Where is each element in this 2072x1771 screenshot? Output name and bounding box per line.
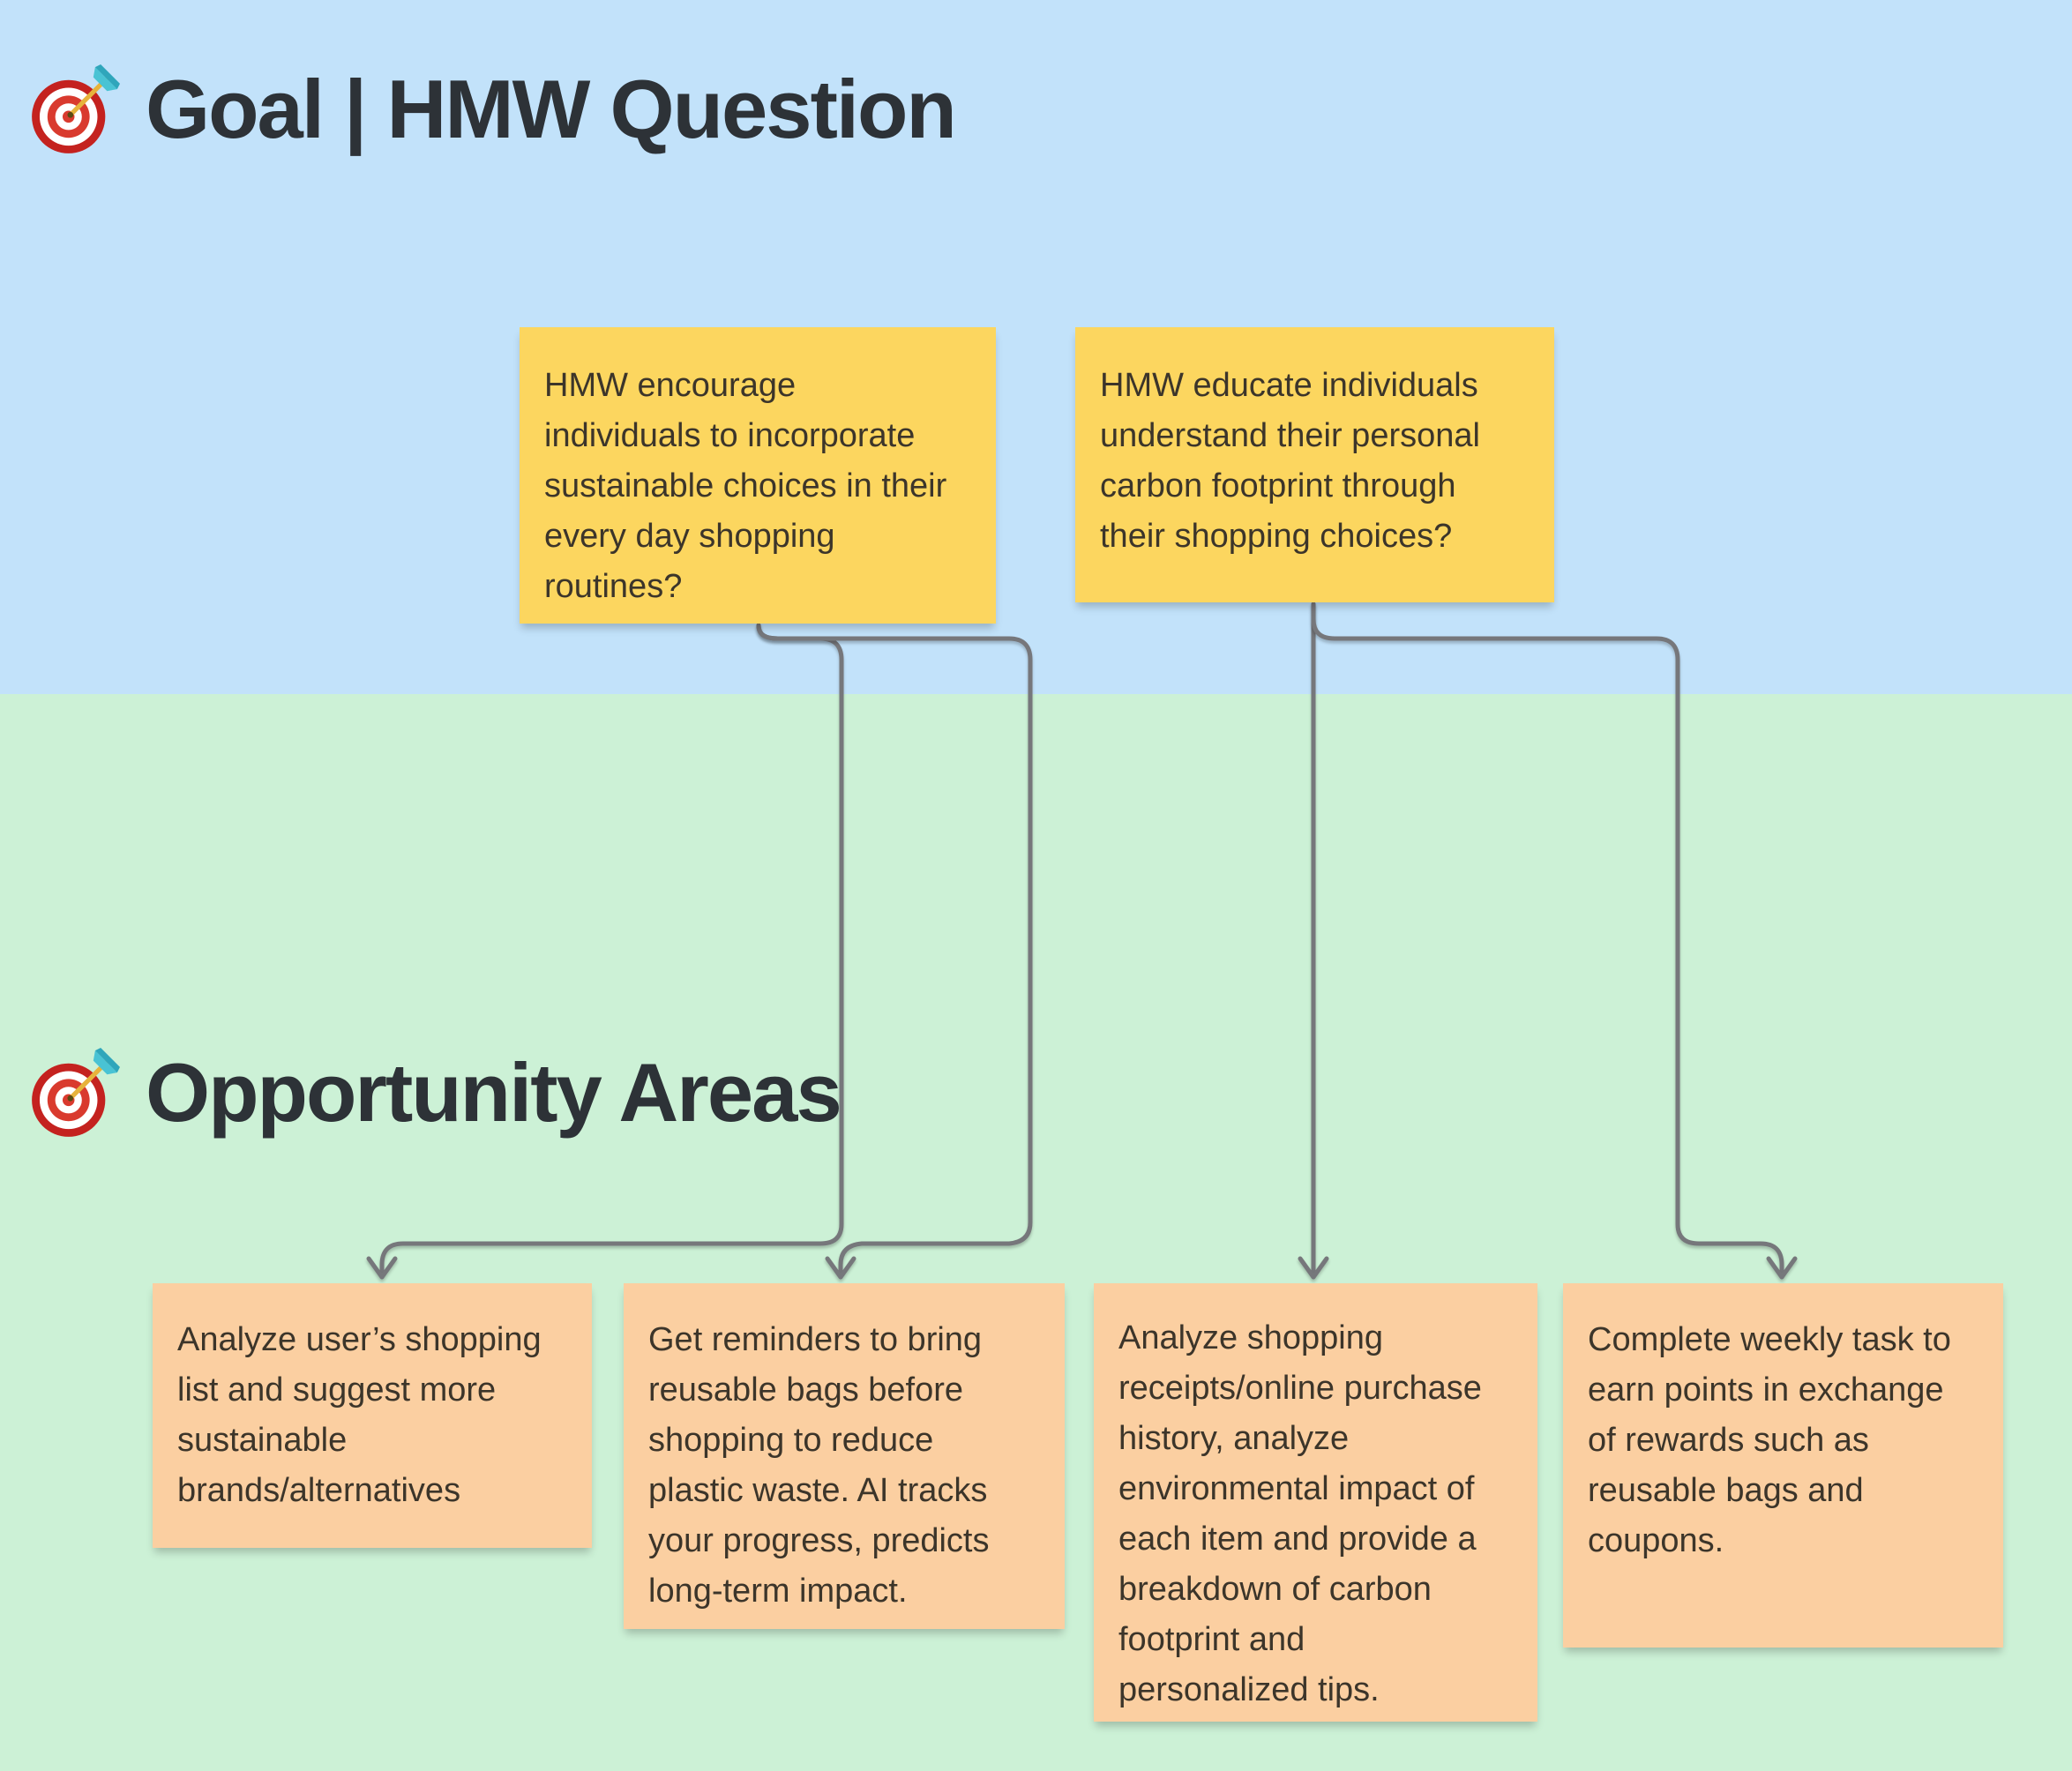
- target-dart-icon: [29, 64, 121, 155]
- opportunity-heading-text: Opportunity Areas: [146, 1046, 842, 1139]
- hmw-note-2[interactable]: HMW educate individuals understand their…: [1075, 327, 1554, 602]
- opportunity-heading[interactable]: Opportunity Areas: [29, 1045, 842, 1140]
- section-goal: [0, 0, 2072, 694]
- opportunity-note-2[interactable]: Get reminders to bring reusable bags bef…: [624, 1283, 1065, 1629]
- hmw-note-1[interactable]: HMW encourage individuals to incorporate…: [520, 327, 996, 624]
- opportunity-note-4[interactable]: Complete weekly task to earn points in e…: [1563, 1283, 2003, 1648]
- goal-heading-text: Goal | HMW Question: [146, 63, 957, 155]
- opportunity-note-1[interactable]: Analyze user’s shopping list and suggest…: [153, 1283, 592, 1548]
- target-dart-icon: [29, 1047, 121, 1139]
- goal-heading[interactable]: Goal | HMW Question: [29, 62, 957, 157]
- opportunity-note-3[interactable]: Analyze shopping receipts/online purchas…: [1094, 1283, 1537, 1722]
